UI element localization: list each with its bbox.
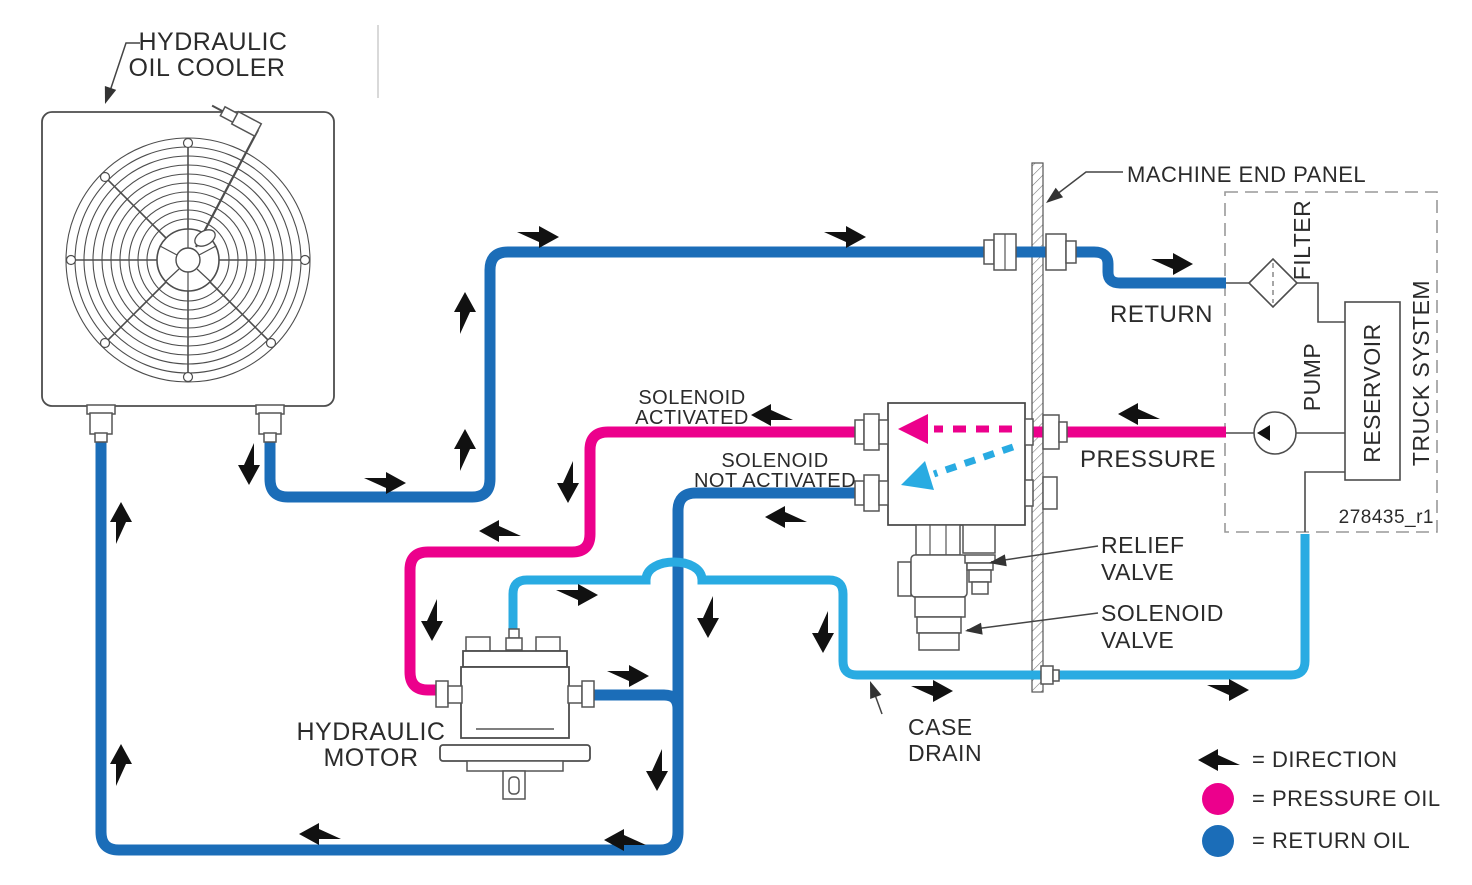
solenoid-valve-label-line1: SOLENOID <box>1101 600 1224 626</box>
cooler-hub-spokes <box>159 229 217 291</box>
valve-return-flow-dashed-line <box>932 443 1015 478</box>
legend-return-oil-label: = RETURN OIL <box>1252 828 1410 853</box>
solenoid-activated-label-line1: SOLENOID <box>638 387 745 409</box>
truck-system-schematic <box>1224 191 1438 533</box>
case-drain-pipe <box>508 534 1310 680</box>
direction-arrow <box>646 749 668 791</box>
return-pipe-valve-to-cooler <box>95 440 890 856</box>
legend-pressure-oil-swatch <box>1202 783 1234 815</box>
truck-system-dashed-border <box>1224 191 1438 533</box>
direction-arrow <box>824 226 866 248</box>
case-drain-to-reservoir-line <box>1304 471 1345 532</box>
solenoid-valve-block <box>854 402 1058 651</box>
solenoid-not-activated-label-line1: SOLENOID <box>721 450 828 472</box>
pump-flow-triangle <box>1257 425 1270 441</box>
truck-system-label: TRUCK SYSTEM <box>1408 280 1434 466</box>
legend-direction-arrow <box>1198 749 1240 771</box>
cooler-label-line1: HYDRAULIC <box>139 28 288 56</box>
hydraulic-oil-cooler-drawing <box>41 104 335 443</box>
direction-arrow <box>238 443 260 485</box>
reservoir-symbol <box>1344 301 1401 481</box>
valve-block-body <box>887 402 1026 526</box>
filter-to-reservoir-line <box>1297 282 1345 323</box>
leader-lines <box>106 42 1123 715</box>
return-pipe-cooler-to-filter <box>264 246 1226 503</box>
part-number: 278435_r1 <box>1339 507 1434 528</box>
leader-arrowhead <box>864 678 882 700</box>
direction-arrow <box>110 502 132 544</box>
solenoid-activated-label-line2: ACTIVATED <box>635 407 749 429</box>
cooler-guard-bolts <box>65 137 311 383</box>
return-pipe-motor-branch <box>590 689 684 718</box>
direction-arrow <box>812 611 834 653</box>
solenoid-valve-label-line2: VALVE <box>1101 627 1174 653</box>
pressure-label: PRESSURE <box>1080 446 1216 473</box>
cooler-fan-hub-center <box>175 247 201 273</box>
legend-return-oil-swatch <box>1202 825 1234 857</box>
motor-body <box>460 666 570 739</box>
cooler-fan-spokes <box>66 138 310 382</box>
solenoid-not-activated-label-line2: NOT ACTIVATED <box>694 470 856 492</box>
direction-arrow <box>607 665 649 687</box>
direction-arrow <box>697 596 719 638</box>
filter-label: FILTER <box>1289 200 1315 281</box>
direction-arrow <box>299 823 341 845</box>
cooler-port-fittings <box>86 404 285 443</box>
direction-arrow <box>1151 253 1193 275</box>
hydraulic-motor-drawing <box>435 628 595 800</box>
pump-label: PUMP <box>1299 343 1325 411</box>
direction-arrow <box>557 461 579 503</box>
direction-arrow <box>765 506 807 528</box>
direction-arrow <box>911 680 953 702</box>
direction-arrow <box>1207 679 1249 701</box>
reservoir-label: RESERVOIR <box>1359 323 1385 463</box>
cooler-label-line2: OIL COOLER <box>129 54 286 82</box>
hydraulic-motor-label-line2: MOTOR <box>323 744 418 772</box>
return-label: RETURN <box>1110 301 1213 328</box>
leader-arrowhead <box>964 622 983 637</box>
legend-direction-label: = DIRECTION <box>1252 747 1397 772</box>
hydraulic-motor-label-line1: HYDRAULIC <box>297 718 446 746</box>
case-drain-label-line2: DRAIN <box>908 740 982 766</box>
case-drain-label-line1: CASE <box>908 714 973 740</box>
legend: = DIRECTION = PRESSURE OIL = RETURN OIL <box>1198 747 1441 857</box>
cooler-sensor-probe <box>195 129 259 248</box>
motor-top-cap <box>462 650 568 668</box>
relief-valve-label-line2: VALVE <box>1101 559 1174 585</box>
motor-left-port <box>435 680 449 708</box>
direction-arrow <box>479 520 521 542</box>
pressure-pipe-valve-to-motor <box>404 426 886 696</box>
direction-arrow <box>421 599 443 641</box>
relief-valve-cartridge <box>964 554 996 564</box>
cooler-probe-connector <box>211 104 263 138</box>
legend-pressure-oil-label: = PRESSURE OIL <box>1252 786 1441 811</box>
panel-fittings <box>983 233 1077 685</box>
direction-arrow <box>517 226 559 248</box>
valve-return-flow-arrowhead <box>901 461 934 490</box>
cooler-hub-port <box>194 229 216 247</box>
leader-arrowhead <box>99 85 117 106</box>
motor-flange <box>439 744 591 762</box>
direction-arrow <box>454 429 476 471</box>
direction-arrow <box>364 472 406 494</box>
leader-arrowhead <box>1042 187 1064 208</box>
valve-pressure-flow-arrowhead <box>898 414 928 444</box>
direction-arrow <box>751 404 793 426</box>
relief-valve-label-line1: RELIEF <box>1101 532 1185 558</box>
solenoid-valve-cartridge <box>916 616 962 634</box>
direction-arrow <box>556 584 598 606</box>
valve-port-fittings <box>854 413 1058 512</box>
valve-hardware-below-block <box>897 524 996 651</box>
direction-arrow <box>454 292 476 334</box>
direction-arrow <box>110 744 132 786</box>
direction-arrow <box>1118 403 1160 425</box>
machine-end-panel-label: MACHINE END PANEL <box>1127 162 1366 187</box>
motor-right-port <box>581 680 595 708</box>
